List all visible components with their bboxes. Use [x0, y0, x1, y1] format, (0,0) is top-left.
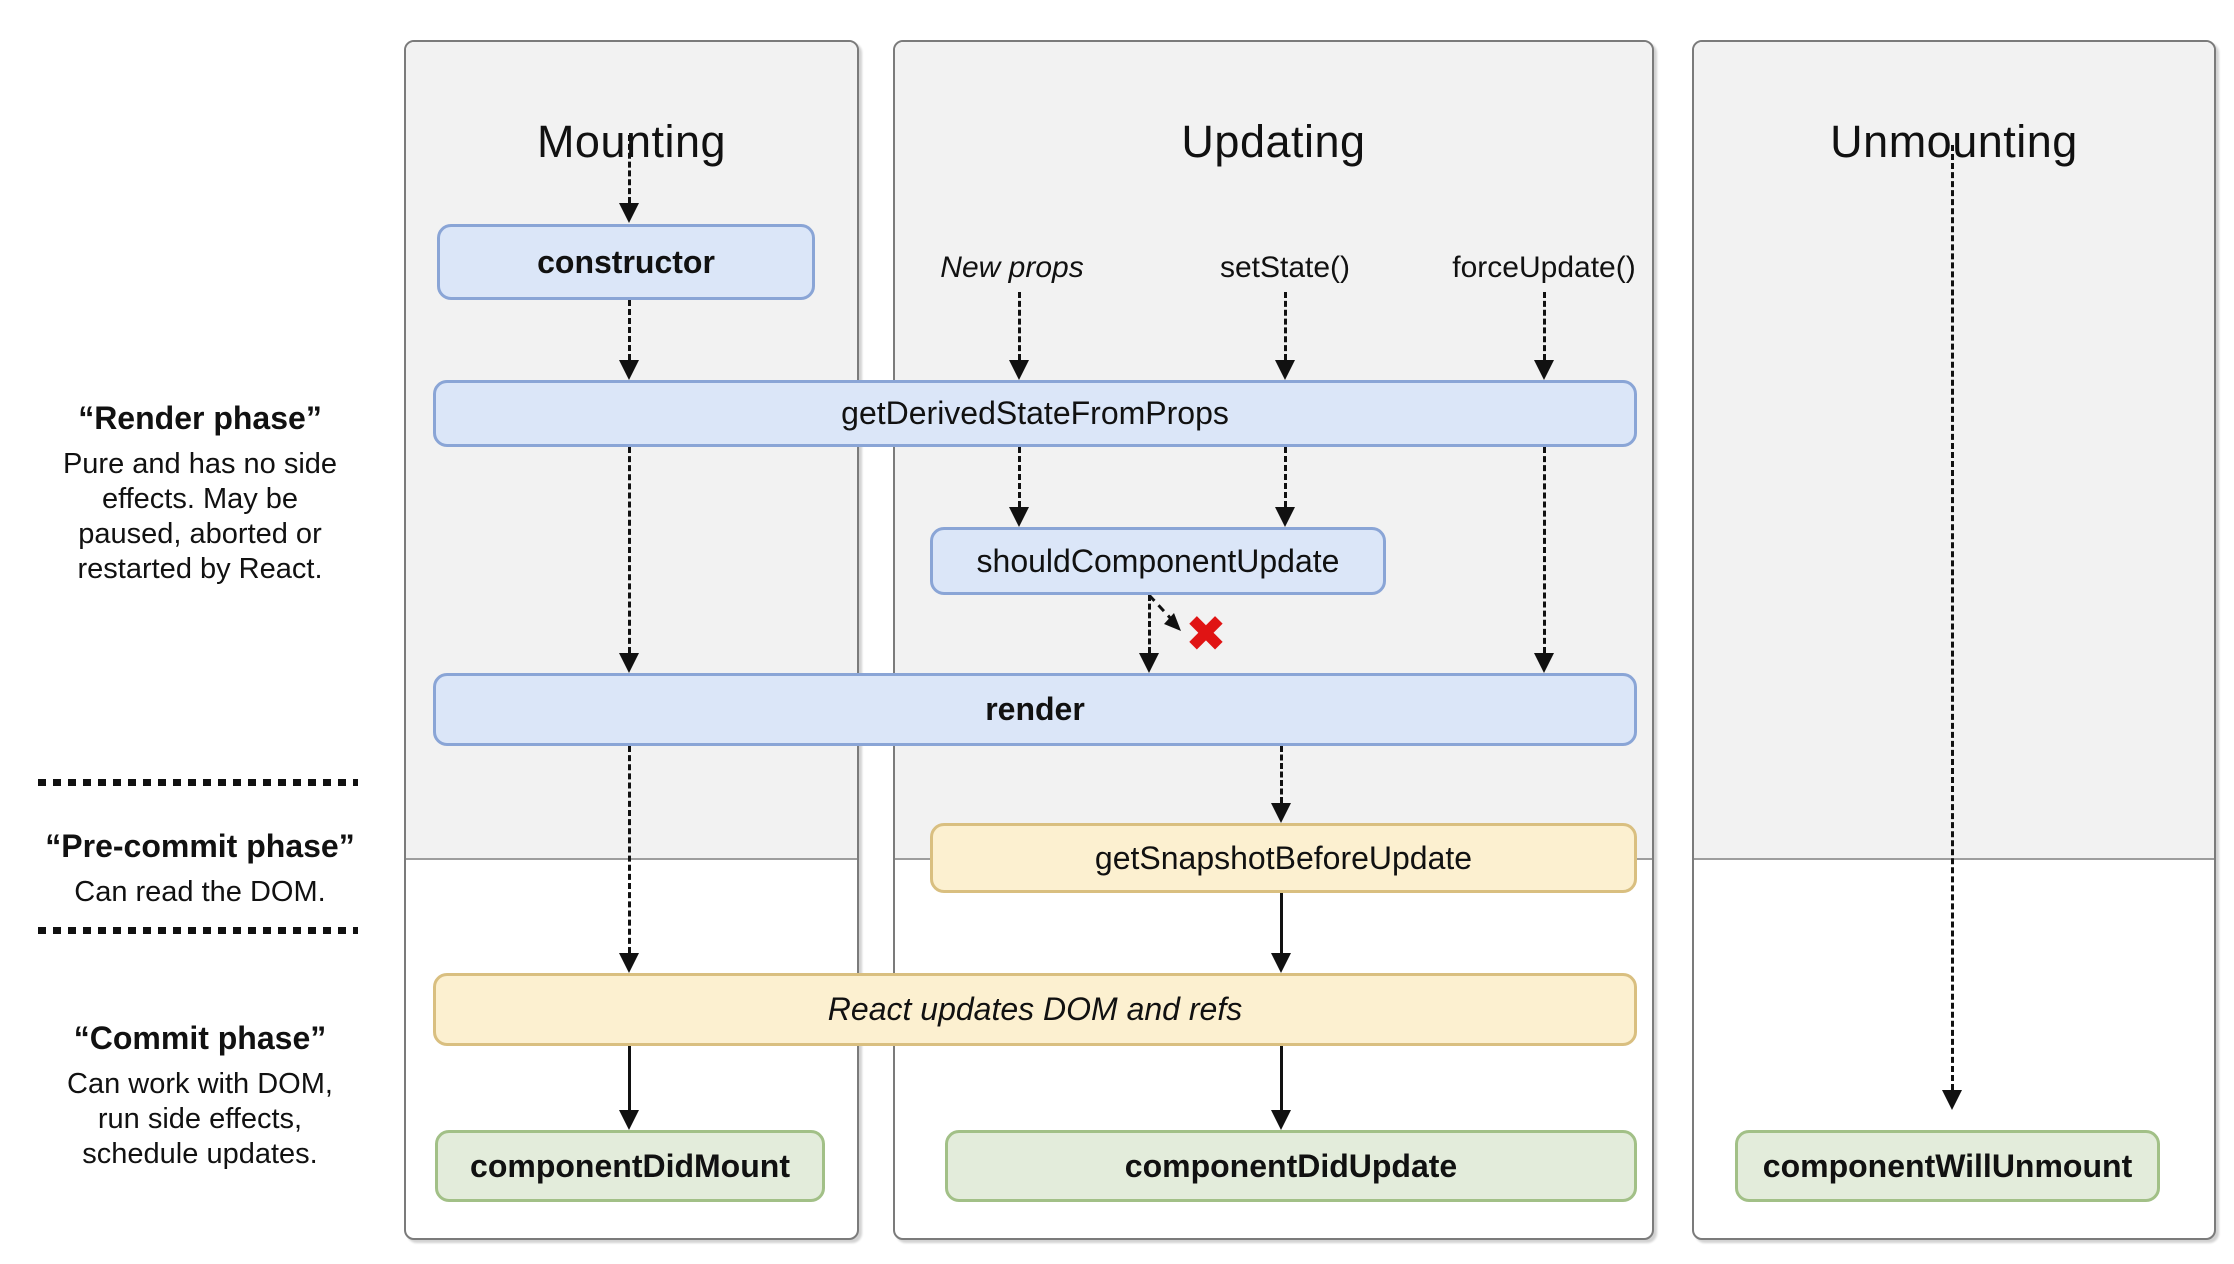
pre-commit-phase-label: “Pre-commit phase” Can read the DOM. [30, 828, 370, 910]
node-component-did-mount: componentDidMount [435, 1130, 825, 1202]
phase-divider-bottom [38, 927, 358, 934]
arrow-shouldcomponentupdate-to-render [1147, 595, 1151, 653]
commit-phase-label: “Commit phase” Can work with DOM, run si… [30, 1020, 370, 1172]
commit-phase-title: “Commit phase” [73, 1020, 327, 1056]
arrow-render-to-domupdate-mounting [627, 746, 631, 953]
node-constructor: constructor [437, 224, 815, 300]
trigger-set-state: setState() [1219, 251, 1351, 284]
trigger-force-update: forceUpdate() [1452, 251, 1636, 284]
trigger-new-props: New props [940, 251, 1084, 284]
node-component-will-unmount: componentWillUnmount [1735, 1130, 2160, 1202]
arrowhead-to-constructor [619, 203, 639, 223]
node-should-component-update: shouldComponentUpdate [930, 527, 1386, 595]
node-get-derived-state-from-props: getDerivedStateFromProps [433, 380, 1637, 447]
arrowhead-to-componentdidmount [619, 1110, 639, 1130]
arrowhead-to-componentwillunmount [1942, 1090, 1962, 1110]
arrowhead-forceupdate-to-getderivedstate [1534, 360, 1554, 380]
reject-branch-line [1147, 593, 1175, 623]
arrow-domupdate-to-componentdidupdate [1279, 1046, 1283, 1110]
arrow-setstate-to-getderivedstate [1283, 292, 1287, 360]
arrowhead-shouldcomponentupdate-to-render [1139, 653, 1159, 673]
arrow-setstate-to-shouldcomponentupdate [1283, 447, 1287, 507]
phase-divider-top [38, 779, 358, 786]
arrow-newprops-to-getderivedstate [1017, 292, 1021, 360]
pre-commit-phase-description: Can read the DOM. [74, 876, 326, 908]
shouldcomponentupdate-false-branch: ✖ [1141, 593, 1261, 678]
render-phase-region-unmounting [1694, 42, 2214, 860]
render-phase-label: “Render phase” Pure and has no side effe… [30, 400, 370, 587]
node-render: render [433, 673, 1637, 746]
arrow-newprops-to-shouldcomponentupdate [1017, 447, 1021, 507]
column-title-mounting: Mounting [536, 116, 727, 167]
arrowhead-to-getsnapshot [1271, 803, 1291, 823]
arrow-mounting-start [627, 135, 631, 203]
arrowhead-setstate-to-getderivedstate [1275, 360, 1295, 380]
arrow-domupdate-to-componentdidmount [627, 1046, 631, 1110]
commit-phase-description: Can work with DOM, run side effects, sch… [67, 1068, 333, 1170]
arrow-forceupdate-to-render [1542, 447, 1546, 653]
arrowhead-newprops-to-getderivedstate [1009, 360, 1029, 380]
arrowhead-forceupdate-to-render [1534, 653, 1554, 673]
arrowhead-setstate-to-shouldcomponentupdate [1275, 507, 1295, 527]
pre-commit-phase-title: “Pre-commit phase” [45, 828, 355, 864]
render-phase-title: “Render phase” [78, 400, 322, 436]
arrow-render-to-getsnapshot [1279, 746, 1283, 803]
node-get-snapshot-before-update: getSnapshotBeforeUpdate [930, 823, 1637, 893]
arrowhead-to-domupdate-mounting [619, 953, 639, 973]
panel-updating: Updating [893, 40, 1654, 1240]
reject-branch-arrowhead [1164, 613, 1181, 631]
arrowhead-to-render-mounting [619, 653, 639, 673]
arrow-getderivedstate-to-render-mounting [627, 447, 631, 653]
arrow-forceupdate-to-getderivedstate [1542, 292, 1546, 360]
arrow-unmounting-to-componentwillunmount [1950, 145, 1954, 1090]
arrow-getsnapshot-to-domupdate [1279, 893, 1283, 953]
render-phase-description: Pure and has no side effects. May be pau… [62, 448, 338, 585]
column-title-updating: Updating [1181, 116, 1366, 167]
node-component-did-update: componentDidUpdate [945, 1130, 1637, 1202]
arrowhead-getsnapshot-to-domupdate [1271, 953, 1291, 973]
arrow-constructor-to-getderivedstate [627, 300, 631, 360]
panel-unmounting: Unmounting [1692, 40, 2216, 1240]
arrowhead-to-componentdidupdate [1271, 1110, 1291, 1130]
column-title-unmounting: Unmounting [1830, 116, 2078, 167]
node-react-updates-dom-and-refs: React updates DOM and refs [433, 973, 1637, 1046]
cancel-icon: ✖ [1185, 606, 1227, 662]
arrowhead-constructor-to-getderivedstate [619, 360, 639, 380]
arrowhead-newprops-to-shouldcomponentupdate [1009, 507, 1029, 527]
